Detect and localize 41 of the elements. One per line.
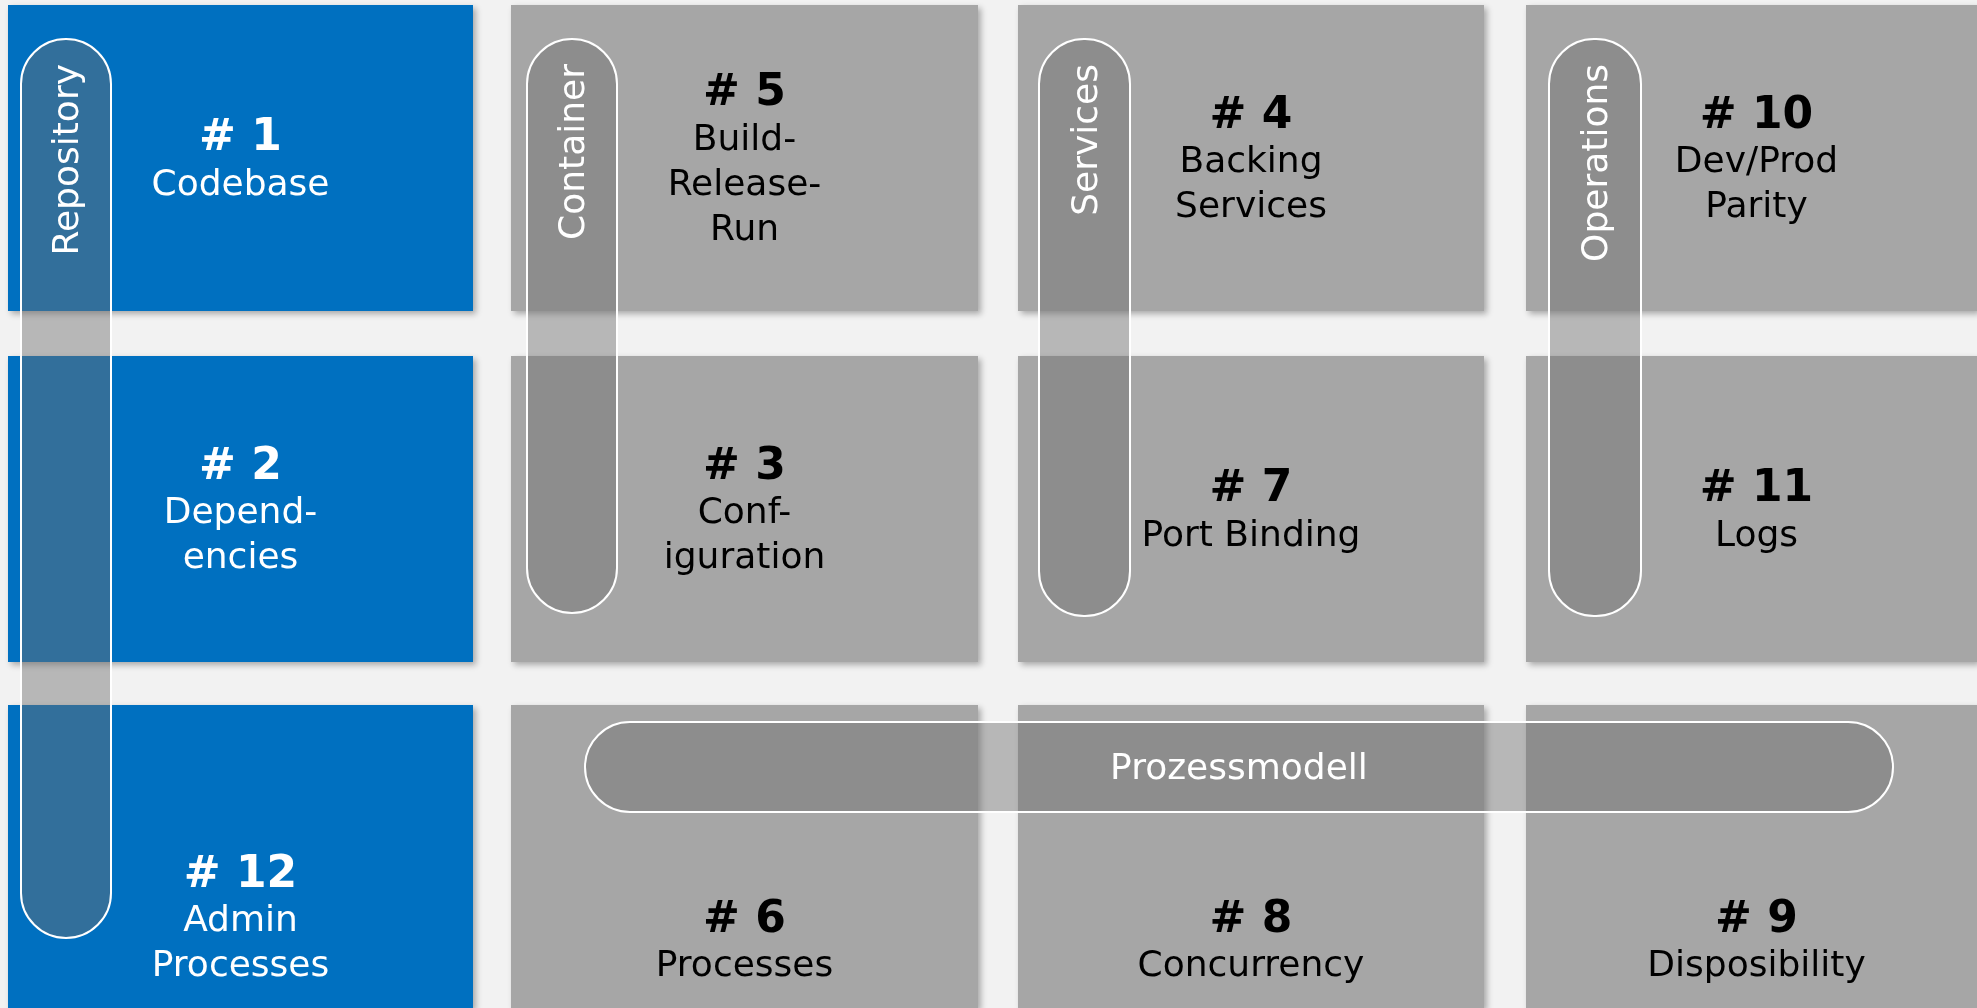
factor-tile (1526, 356, 1977, 662)
factor-number: # 3 (703, 439, 786, 489)
factor-tile (1526, 705, 1977, 1008)
factor-name: Backing Services (1174, 138, 1328, 228)
group-label: Services (1066, 64, 1103, 216)
factor-name: Logs (1713, 511, 1800, 556)
factor-number: # 12 (183, 847, 298, 896)
factor-name: Processes (654, 942, 835, 986)
factor-tile (8, 705, 473, 1008)
factor-tile (1526, 5, 1977, 311)
factor-name: Depend- encies (162, 489, 319, 579)
group-label: Operations (1577, 64, 1613, 262)
factor-number: # 9 (1715, 892, 1798, 941)
factor-number: # 7 (1209, 462, 1293, 511)
factor-name: Disposibility (1646, 942, 1867, 986)
group-label: Repository (48, 64, 84, 256)
factor-name: Dev/Prod Parity (1673, 138, 1840, 228)
factor-number: # 4 (1209, 88, 1293, 138)
factor-tile (511, 705, 978, 1008)
factor-number: # 6 (703, 892, 786, 941)
factor-tile (8, 356, 473, 662)
factor-number: # 2 (199, 439, 282, 489)
factor-number: # 10 (1699, 88, 1814, 138)
factor-name: Admin Processes (150, 897, 331, 986)
factor-tile (1018, 705, 1484, 1008)
group-label: Prozessmodell (1110, 749, 1368, 785)
factor-tile (511, 356, 978, 662)
factor-tile (511, 5, 978, 311)
factor-name: Port Binding (1140, 511, 1362, 556)
factor-tile (1018, 356, 1484, 662)
group-label: Container (554, 64, 590, 240)
factor-number: # 5 (703, 66, 786, 115)
factor-number: # 11 (1699, 462, 1814, 511)
factor-name: Conf- iguration (662, 489, 827, 579)
factor-name: Concurrency (1136, 942, 1366, 986)
factor-tile (1018, 5, 1484, 311)
factor-number: # 1 (199, 111, 282, 160)
factor-tile (8, 5, 473, 311)
factor-number: # 8 (1209, 892, 1293, 941)
factor-name: Build- Release- Run (666, 115, 823, 250)
factor-name: Codebase (150, 160, 331, 205)
